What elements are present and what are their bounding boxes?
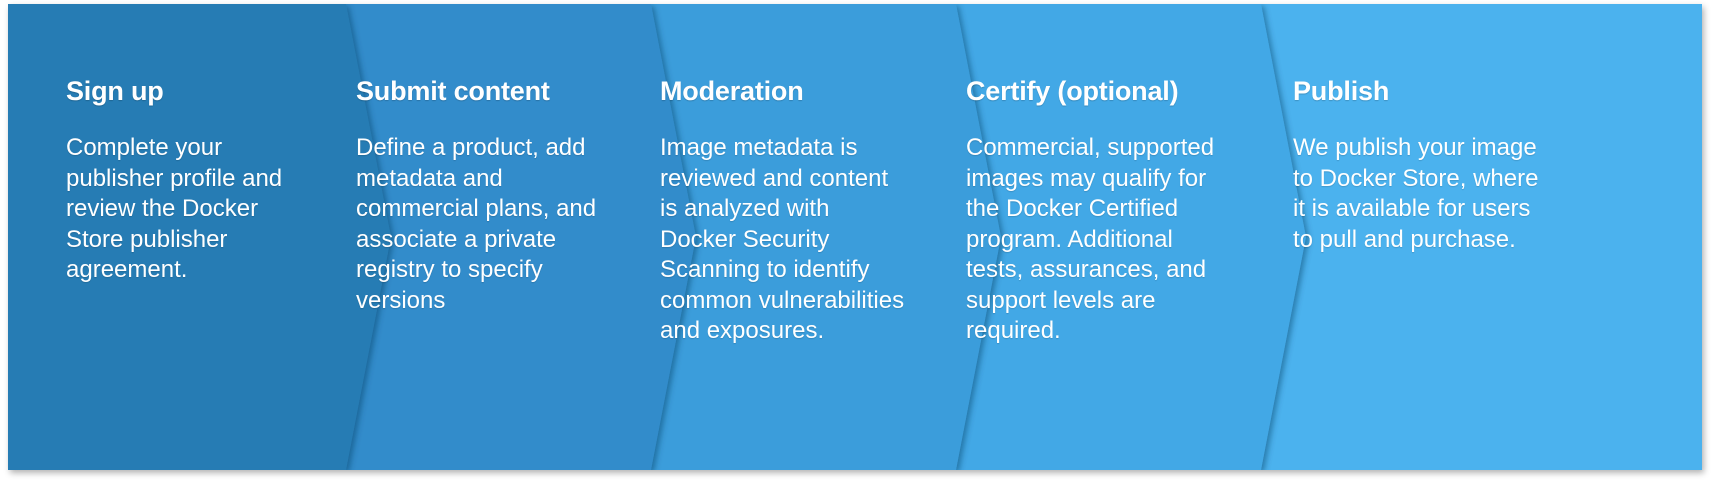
step-2: Submit content Define a product, add met…	[356, 76, 606, 316]
chevron-shapes	[8, 4, 1702, 470]
chevron-step-2	[301, 4, 696, 470]
step-3-title: Moderation	[660, 76, 804, 106]
step-text-layer: Sign up Complete your publisher profile …	[8, 4, 1702, 470]
chevron-step-5	[1216, 4, 1702, 470]
chevron-step-3	[606, 4, 1001, 470]
step-1-title: Sign up	[66, 76, 164, 106]
step-5: Publish We publish your image to Docker …	[1293, 76, 1543, 255]
step-2-body: Define a product, add metadata and comme…	[356, 134, 597, 314]
step-5-title: Publish	[1293, 76, 1390, 106]
step-3: Moderation Image metadata is reviewed an…	[660, 76, 908, 347]
step-1: Sign up Complete your publisher profile …	[66, 76, 306, 286]
step-4: Certify (optional) Commercial, supported…	[966, 76, 1221, 347]
step-4-title: Certify (optional)	[966, 76, 1179, 106]
chevron-step-4	[911, 4, 1306, 470]
step-3-body: Image metadata is reviewed and content i…	[660, 134, 905, 344]
step-2-title: Submit content	[356, 76, 550, 106]
diagram-frame: Sign up Complete your publisher profile …	[8, 4, 1702, 470]
step-5-body: We publish your image to Docker Store, w…	[1293, 134, 1539, 253]
step-1-body: Complete your publisher profile and revi…	[66, 134, 283, 283]
step-4-body: Commercial, supported images may qualify…	[966, 134, 1215, 344]
chevron-step-1	[8, 4, 391, 470]
